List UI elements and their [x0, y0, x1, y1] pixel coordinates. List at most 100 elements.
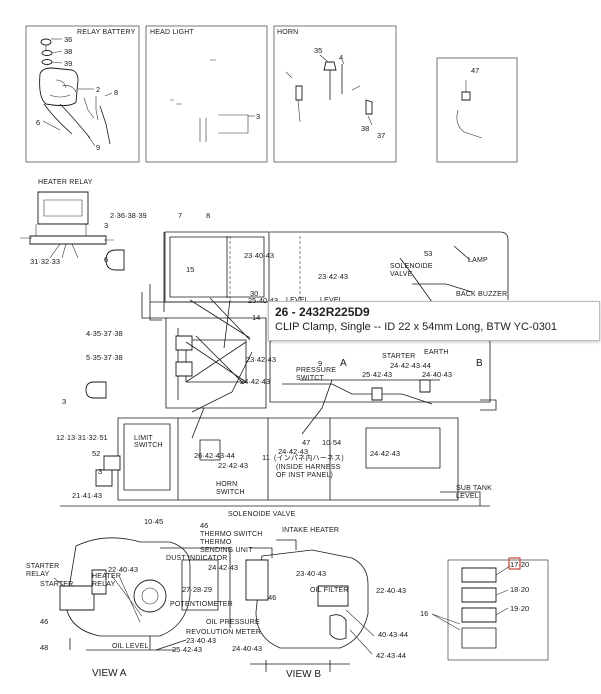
callout[interactable]: 31·32·33 — [30, 257, 60, 266]
callout[interactable]: 4 — [339, 53, 343, 62]
callout[interactable]: 4·35·37·38 — [86, 329, 123, 338]
panel-title: HEATER RELAY — [38, 179, 93, 186]
callout[interactable]: 16 — [420, 609, 428, 618]
callout[interactable]: 2 — [96, 85, 100, 94]
panel-title: HORN — [277, 29, 298, 36]
callout[interactable]: 47 — [302, 438, 310, 447]
callout[interactable]: 40·43·44 — [378, 630, 408, 639]
callout[interactable]: 12·13·31·32·51 — [56, 433, 108, 442]
callout[interactable]: 25·42·43 — [362, 370, 392, 379]
callout[interactable]: 27·28·29 — [182, 585, 212, 594]
callout[interactable]: 48 — [40, 643, 48, 652]
callout[interactable]: 24·40·43 — [232, 644, 262, 653]
callout[interactable]: 24·42·43·44 — [390, 361, 431, 370]
label: REVOLUTION METER — [186, 629, 261, 636]
callout[interactable]: 23·40·43 — [296, 569, 326, 578]
callout[interactable]: 3 — [256, 112, 260, 121]
callout[interactable]: 23·40·43 — [244, 251, 274, 260]
label: SOLENOIDE VALVE — [228, 511, 295, 518]
label: HEATER — [92, 573, 121, 580]
callout[interactable]: 42·43·44 — [376, 651, 406, 660]
callout[interactable]: 22·40·43 — [376, 586, 406, 595]
callout[interactable]: 3 — [62, 397, 66, 406]
callout[interactable]: 24·40·43 — [422, 370, 452, 379]
callout[interactable]: 52 — [92, 449, 100, 458]
callout[interactable]: 47 — [471, 66, 479, 75]
label: LEVEL — [286, 297, 309, 304]
callout[interactable]: 6 — [104, 255, 108, 264]
label: SWITCT — [296, 375, 325, 382]
callout[interactable]: 23·42·43 — [318, 272, 348, 281]
tooltip-description: CLIP Clamp, Single -- ID 22 x 54mm Long,… — [275, 321, 558, 333]
callout[interactable]: 10·54 — [322, 438, 341, 447]
view-marker-b: B — [476, 358, 483, 369]
panel-lamp-detail: 47 — [436, 57, 518, 163]
callout[interactable]: 2·36·38·39 — [110, 211, 147, 220]
callout[interactable]: 38 — [64, 47, 72, 56]
callout[interactable]: 3 — [104, 221, 108, 230]
callout[interactable]: 25·42·43 — [172, 645, 202, 654]
callout[interactable]: 19·20 — [510, 604, 529, 613]
callout[interactable]: 46 — [40, 617, 48, 626]
view-a: STARTER RELAY HEATER RELAY STARTER DUST … — [26, 537, 261, 679]
callout[interactable]: 24·42·43 — [370, 449, 400, 458]
label: LEVEL — [320, 297, 343, 304]
label: OIL PRESSURE — [206, 619, 260, 626]
label: PRESSURE — [296, 367, 336, 374]
callout[interactable]: 8 — [114, 88, 118, 97]
label: BACK BUZZER — [456, 291, 507, 298]
callout[interactable]: 36 — [64, 35, 72, 44]
callout[interactable]: 9 — [96, 143, 100, 152]
callout[interactable]: 25·40·43 — [248, 296, 278, 305]
label: LIMIT — [134, 435, 153, 442]
callout[interactable]: 18·20 — [510, 585, 529, 594]
callout[interactable]: 22·40·43 — [108, 565, 138, 574]
callout[interactable]: 37 — [377, 131, 385, 140]
callout[interactable]: 17·20 — [510, 560, 529, 569]
callout[interactable]: 23·42·43 — [246, 355, 276, 364]
callout[interactable]: 24·42·43 — [208, 563, 238, 572]
callout[interactable]: 6 — [36, 118, 40, 127]
callout[interactable]: 24·42·43 — [278, 447, 308, 456]
view-marker-a: A — [340, 358, 347, 369]
callout[interactable]: 3 — [98, 467, 102, 476]
tooltip-part-number: 26 - 2432R225D9 — [275, 305, 370, 319]
callout[interactable]: 26·42·43·44 — [194, 451, 235, 460]
label: INTAKE HEATER — [282, 527, 339, 534]
side-panel: 17·20 18·20 19·20 16 — [420, 557, 549, 661]
panel-title: HEAD LIGHT — [150, 29, 195, 36]
callout[interactable]: 7 — [178, 211, 182, 220]
callout[interactable]: 5·35·37·38 — [86, 353, 123, 362]
panel-head-light: HEAD LIGHT 3 — [145, 25, 268, 163]
callout[interactable]: 24·42·43 — [240, 377, 270, 386]
callout[interactable]: 14 — [252, 313, 260, 322]
callout[interactable]: 23·40·43 — [186, 636, 216, 645]
callout[interactable]: 21·41·43 — [72, 491, 102, 500]
label: THERMO SWITCH — [200, 531, 262, 538]
callout[interactable]: 9 — [318, 359, 322, 368]
label: EARTH — [424, 349, 449, 356]
view-title-a: VIEW A — [92, 668, 127, 679]
callout[interactable]: 46 — [200, 521, 208, 530]
callout[interactable]: 15 — [186, 265, 194, 274]
callout[interactable]: 46 — [268, 593, 276, 602]
callout[interactable]: 30 — [250, 289, 258, 298]
label: SENDING UNIT — [200, 547, 253, 554]
callout[interactable]: 38 — [361, 124, 369, 133]
panel-horn: HORN 35 4 38 37 — [273, 25, 397, 163]
view-b: THERMO SWITCH THERMO SENDING UNIT INTAKE… — [200, 527, 408, 680]
callout[interactable]: 10·45 — [144, 517, 163, 526]
label: SUB TANK — [456, 485, 492, 492]
label: RELAY — [26, 571, 50, 578]
callout[interactable]: 11 — [262, 453, 270, 462]
callout[interactable]: 35 — [314, 46, 322, 55]
heater-relay-detail: HEATER RELAY 31·32·33 — [20, 179, 114, 266]
callout[interactable]: 53 — [424, 249, 432, 258]
panel-relay-battery: RELAY BATTERY 36 38 39 2 8 6 9 — [25, 25, 140, 163]
label: SOLENOIDE — [390, 263, 433, 270]
callout[interactable]: 39 — [64, 59, 72, 68]
label: RELAY — [92, 581, 116, 588]
callout[interactable]: 22·42·43 — [218, 461, 248, 470]
callout[interactable]: 8 — [206, 211, 210, 220]
